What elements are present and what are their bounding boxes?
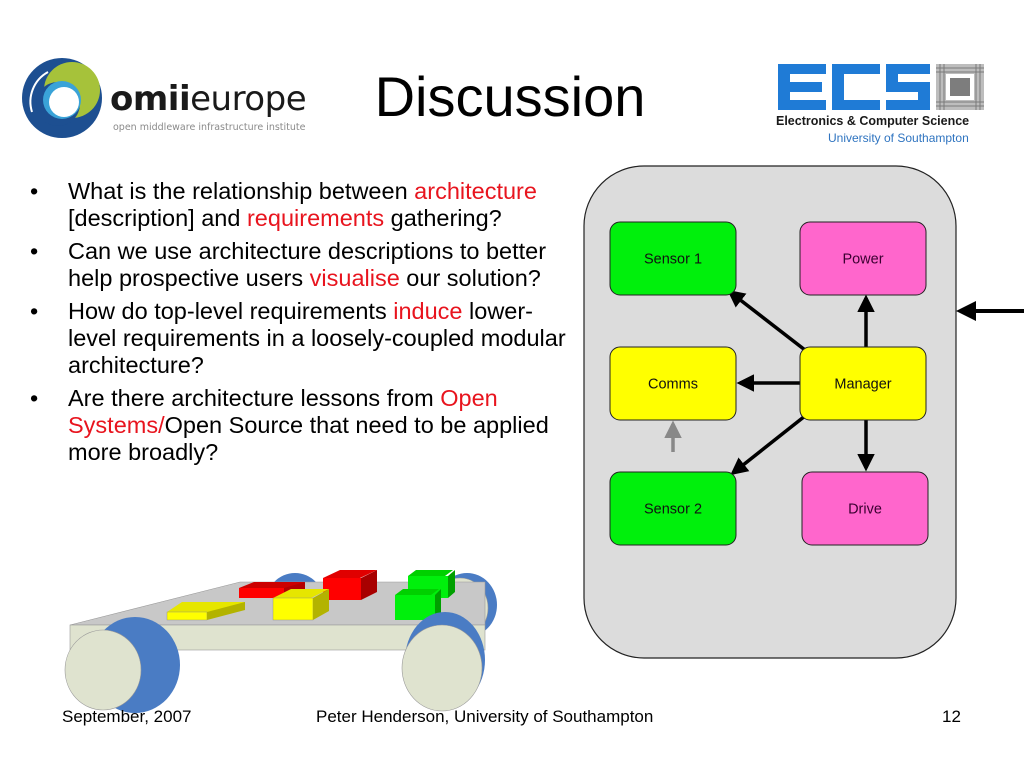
highlighted-term: induce	[393, 298, 463, 324]
highlighted-term: requirements	[246, 205, 385, 231]
bullet-text: What is the relationship between	[68, 178, 415, 204]
ecs-department-name: Electronics & Computer Science	[776, 114, 970, 128]
module-red-box	[323, 570, 377, 600]
bullet-item: • What is the relationship between archit…	[28, 178, 573, 232]
bullet-glyph: •	[30, 238, 39, 264]
diagram-node-power: Power	[799, 221, 927, 296]
bullet-glyph: •	[30, 178, 39, 204]
bullet-text: [description] and	[68, 205, 247, 231]
robot-front-wheel-right	[401, 624, 483, 712]
bullet-list: • What is the relationship between archit…	[28, 178, 573, 472]
module-green-front	[395, 589, 441, 620]
diagram-node-comms: Comms	[609, 346, 737, 421]
module-yellow-box	[272, 589, 329, 621]
page-number: 12	[942, 707, 961, 726]
slide-title: Discussion	[374, 65, 646, 128]
robot-front-wheel-left	[64, 629, 142, 711]
bullet-glyph: •	[30, 298, 39, 324]
ecs-logo: Electronics & Computer Science Universit…	[776, 58, 991, 148]
bullet-text: How do top-level requirements	[68, 298, 394, 324]
omii-wordmark-light: europe	[190, 79, 307, 119]
omii-europe-logo: omiieurope open middleware infrastructur…	[18, 52, 328, 142]
bullet-item: • Can we use architecture descriptions to…	[28, 238, 573, 292]
omii-wordmark-bold: omii	[110, 79, 191, 119]
diagram-node-label: Drive	[848, 502, 882, 518]
bullet-glyph: •	[30, 385, 39, 411]
bullet-text: gathering?	[384, 205, 502, 231]
diagram-arrow-manager-sensor2	[730, 414, 807, 476]
bullet-text: Open Source that need to be applied more…	[68, 412, 549, 465]
ecs-university-name: University of Southampton	[828, 131, 969, 145]
robot-illustration	[64, 570, 497, 713]
bullet-text: our solution?	[399, 265, 541, 291]
diagram-node-sensor2: Sensor 2	[609, 471, 737, 546]
highlighted-term: visualise	[309, 265, 400, 291]
diagram-node-label: Sensor 1	[644, 252, 702, 268]
omii-wordmark: omiieurope	[110, 79, 307, 119]
highlighted-term: Open Systems/	[68, 385, 498, 438]
bullet-item: • How do top-level requirements induce lo…	[28, 298, 573, 379]
diagram-node-label: Manager	[834, 377, 891, 393]
diagram-node-drive: Drive	[801, 471, 929, 546]
bullet-text: lower-level requirements in a loosely-co…	[68, 298, 566, 378]
bullet-text: Can we use architecture descriptions to …	[68, 238, 547, 291]
bullet-text: Are there architecture lessons from	[68, 385, 441, 411]
diagram-node-label: Sensor 2	[644, 502, 702, 518]
diagram-node-label: Comms	[648, 377, 698, 393]
diagram-node-manager: Manager	[799, 346, 927, 421]
highlighted-term: architecture	[414, 178, 537, 204]
omii-ring-icon	[22, 58, 102, 138]
chip-icon	[936, 64, 984, 110]
diagram-node-sensor1: Sensor 1	[609, 221, 737, 296]
diagram-arrow-manager-sensor1	[727, 289, 807, 352]
footer-author: Peter Henderson, University of Southampt…	[316, 707, 654, 726]
footer-date: September, 2007	[62, 707, 192, 726]
diagram-node-label: Power	[842, 252, 883, 268]
omii-subtitle: open middleware infrastructure institute	[113, 122, 306, 133]
ecs-letters-icon	[778, 64, 984, 110]
bullet-item: • Are there architecture lessons from Ope…	[28, 385, 573, 466]
module-yellow-flat	[166, 602, 245, 621]
